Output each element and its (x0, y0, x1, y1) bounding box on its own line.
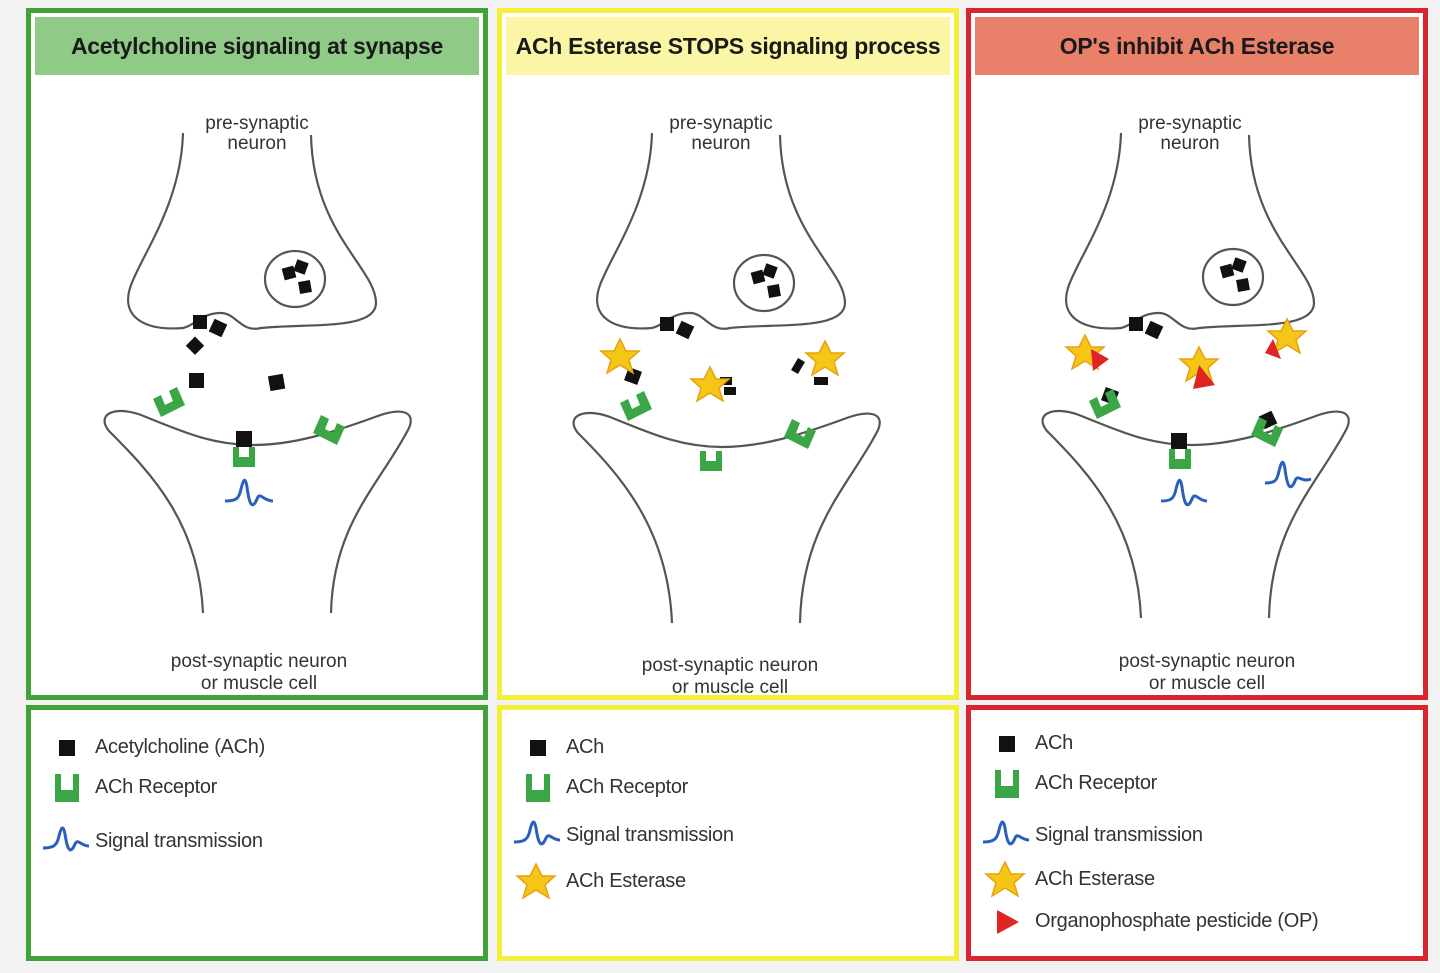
legend: ACh ACh Receptor Signal transmission ACh… (966, 705, 1428, 961)
vesicle (1201, 247, 1265, 307)
receptor (784, 419, 816, 449)
pre-synaptic-terminal (596, 132, 847, 330)
post-synaptic-label: post-synaptic neuron (642, 655, 818, 676)
pre-synaptic-label: pre-synaptic (205, 113, 309, 134)
op-triangle (1091, 349, 1109, 371)
legend-label: Signal transmission (95, 830, 263, 852)
legend-item: ACh (971, 724, 1421, 764)
synapse-diagram: pre-synaptic neuron post-synaptic neuron… (1041, 113, 1350, 694)
pre-synaptic-label: neuron (691, 133, 750, 154)
esterase-star (689, 365, 731, 403)
panel-op-inhibit: OP's inhibit ACh Esterase (966, 8, 1428, 700)
panel-title: OP's inhibit ACh Esterase (975, 17, 1419, 75)
signal-wave-icon (513, 820, 561, 846)
panel-title: Acetylcholine signaling at synapse (35, 17, 479, 75)
legend-item: Organophosphate pesticide (OP) (971, 902, 1421, 942)
signal-wave-icon (42, 826, 90, 852)
pre-synaptic-label: pre-synaptic (669, 113, 773, 134)
receptor (1251, 417, 1283, 447)
legend-item: Signal transmission (971, 816, 1421, 856)
pre-synaptic-terminal (1065, 132, 1316, 330)
vesicle (732, 253, 796, 313)
legend-label: ACh (566, 736, 605, 758)
receptor (313, 415, 345, 445)
op-triangle (1193, 365, 1215, 389)
post-synaptic-label: post-synaptic neuron (1119, 651, 1295, 672)
panel-title: ACh Esterase STOPS signaling process (506, 17, 950, 75)
synapse-diagram: pre-synaptic neuron post-synaptic neuron… (572, 113, 881, 695)
synapse-diagram: pre-synaptic neuron post-synaptic neuron… (103, 113, 412, 694)
legend-item: ACh Receptor (971, 764, 1421, 804)
legend-label: ACh Receptor (566, 776, 689, 798)
receptor (700, 451, 722, 471)
legend-item: Signal transmission (31, 822, 481, 862)
legend-item: ACh Receptor (502, 768, 952, 808)
signal-wave-icon (982, 820, 1030, 846)
esterase-star (804, 339, 846, 377)
ach-square-icon (59, 740, 75, 756)
signal-wave (224, 478, 274, 507)
esterase-star (599, 337, 641, 375)
post-synaptic-cell (1041, 410, 1350, 619)
panel-ach-signaling: Acetylcholine signaling at synapse (26, 8, 488, 700)
post-synaptic-label: or muscle cell (672, 677, 788, 695)
post-synaptic-label: post-synaptic neuron (171, 651, 347, 672)
panel-ach-esterase: ACh Esterase STOPS signaling process (497, 8, 959, 700)
signal-wave (1264, 460, 1312, 489)
post-synaptic-cell (572, 412, 881, 624)
legend-item: ACh Esterase (502, 862, 952, 902)
post-synaptic-cell (103, 410, 412, 614)
legend-item: ACh (502, 728, 952, 768)
op-triangle-icon (997, 910, 1019, 934)
legend-item: Acetylcholine (ACh) (31, 728, 481, 768)
receptor (233, 447, 255, 467)
legend-label: ACh (1035, 732, 1074, 754)
legend-label: Signal transmission (1035, 824, 1203, 846)
legend-label: Signal transmission (566, 824, 734, 846)
legend-label: Acetylcholine (ACh) (95, 736, 265, 758)
legend-item: Signal transmission (502, 816, 952, 856)
pre-synaptic-terminal (127, 132, 378, 330)
receptor-icon (55, 774, 79, 802)
legend-label: ACh Esterase (566, 870, 686, 892)
receptor-icon (995, 770, 1019, 798)
receptor (620, 391, 652, 421)
legend-label: ACh Receptor (95, 776, 218, 798)
legend: Acetylcholine (ACh) ACh Receptor Signal … (26, 705, 488, 961)
legend-label: ACh Receptor (1035, 772, 1158, 794)
legend-item: ACh Receptor (31, 768, 481, 808)
ach-square-icon (999, 736, 1015, 752)
esterase-star (1266, 317, 1308, 355)
post-synaptic-label: or muscle cell (1149, 673, 1265, 694)
legend: ACh ACh Receptor Signal transmission ACh… (497, 705, 959, 961)
legend-label: Organophosphate pesticide (OP) (1035, 910, 1319, 932)
pre-synaptic-label: neuron (1160, 133, 1219, 154)
receptor (153, 387, 185, 417)
vesicle (263, 249, 327, 309)
pre-synaptic-label: neuron (227, 133, 286, 154)
receptor-icon (526, 774, 550, 802)
post-synaptic-label: or muscle cell (201, 673, 317, 694)
legend-item: ACh Esterase (971, 860, 1421, 900)
esterase-star-icon (515, 862, 557, 900)
receptor (1089, 389, 1121, 419)
op-triangle (1265, 339, 1281, 359)
esterase-star-icon (984, 860, 1026, 898)
ach-square-icon (530, 740, 546, 756)
receptor (1169, 449, 1191, 469)
legend-label: ACh Esterase (1035, 868, 1155, 890)
signal-wave (1160, 478, 1208, 507)
pre-synaptic-label: pre-synaptic (1138, 113, 1242, 134)
